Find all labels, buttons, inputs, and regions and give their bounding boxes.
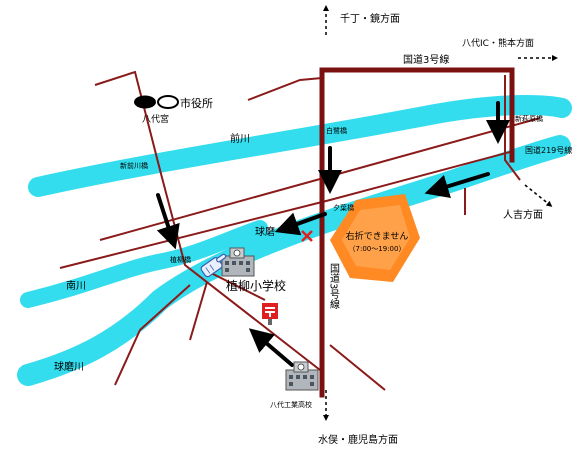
bridge-yuba-label: 夕葉橋 (333, 203, 354, 212)
road-national-3-top (319, 67, 515, 163)
route-arrow-school (248, 328, 294, 367)
yatsushiro-shrine-label: 八代宮 (142, 113, 169, 125)
direction-arrows (323, 4, 558, 421)
road-cityhall-north (94, 70, 321, 371)
pointing-hand-icon (200, 253, 227, 278)
river-maegawa (28, 94, 572, 197)
school-label: 植柳小学校 (226, 278, 286, 293)
rivers (17, 94, 572, 386)
road-north-spur (247, 77, 323, 101)
road-219 (504, 75, 521, 181)
road-southwest (114, 284, 191, 386)
no-right-turn-notice: 右折できません （7:00〜19:00） (330, 194, 420, 282)
cross-mark-icon (301, 230, 313, 242)
notice-line2: （7:00〜19:00） (349, 245, 406, 253)
road-national-3-vertical-label: 国道3号線 (328, 263, 340, 310)
bridge-shin-maegawa-label: 新前川橋 (120, 161, 148, 170)
route-arrows (156, 101, 510, 367)
route-arrow-right-to-left (424, 172, 490, 198)
post-office-icon (262, 303, 278, 325)
route-arrow-north-south (156, 193, 180, 250)
road-south-east (329, 344, 386, 391)
road-school-left (189, 281, 208, 341)
road-national-3-top-label: 国道3号線 (403, 53, 449, 66)
river-minamigawa (20, 220, 268, 308)
river-maegawa-label: 前川 (230, 132, 250, 145)
bridge-shin-hagiwara-label: 新萩原橋 (515, 114, 543, 123)
school-building-icon (221, 247, 255, 277)
notice-line1: 右折できません (346, 230, 409, 242)
direction-east-label: 人吉方面 (503, 208, 543, 221)
route-arrow-kuma (274, 212, 327, 236)
road-219-label: 国道219号線 (525, 145, 572, 155)
bridge-uyanagi-label: 植柳橋 (170, 255, 191, 264)
river-minamigawa-label: 南川 (66, 279, 86, 292)
road-school-branch (204, 269, 266, 301)
map-labels: 千丁・鏡方面 八代IC・熊本方面 人吉方面 水俣・鹿児島方面 国道3号線 国道2… (54, 12, 572, 446)
river-kumagawa-label: 球磨川 (54, 360, 84, 373)
direction-northeast-label: 八代IC・熊本方面 (462, 37, 534, 49)
high-school-building-icon (285, 361, 319, 391)
main-roads (319, 67, 515, 398)
city-hall-symbol-icon (134, 95, 179, 109)
direction-south-label: 水俣・鹿児島方面 (318, 433, 398, 446)
river-kuma-label: 球磨 (255, 225, 275, 238)
arrow-east (524, 184, 553, 207)
road-diagonal-main (59, 151, 511, 269)
bridge-shiragane-label: 白鷺橋 (326, 126, 347, 135)
city-hall-label: 市役所 (180, 96, 213, 110)
high-school-label: 八代工業高校 (270, 400, 312, 409)
direction-north-label: 千丁・鏡方面 (340, 12, 400, 25)
